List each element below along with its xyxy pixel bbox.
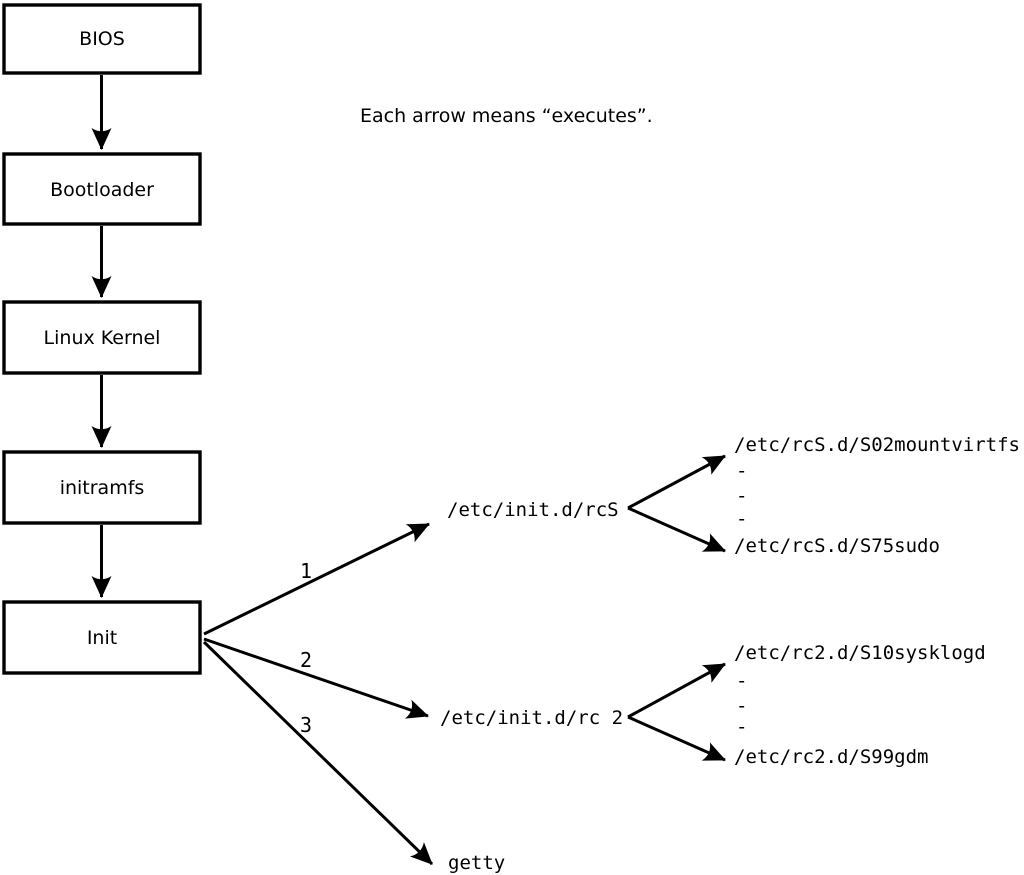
box-init: Init — [2, 600, 202, 675]
box-linux-kernel-label: Linux Kernel — [44, 327, 161, 349]
fork-rc2 — [627, 662, 726, 762]
annotation-executes: Each arrow means “executes”. — [360, 105, 653, 127]
rcs-first-script: /etc/rcS.d/S02mountvirtfs — [734, 434, 1020, 456]
rc2-first-script: /etc/rc2.d/S10sysklogd — [734, 642, 986, 664]
box-init-label: Init — [87, 627, 117, 649]
box-bios: BIOS — [2, 3, 202, 75]
box-bios-label: BIOS — [79, 28, 125, 50]
rcs-ellipsis-dash-3: - — [736, 508, 747, 530]
fork-rcs — [627, 454, 726, 553]
arrow-init-to-getty — [202, 640, 434, 866]
box-bootloader: Bootloader — [2, 152, 202, 226]
box-initramfs: initramfs — [2, 450, 202, 525]
rcs-ellipsis-dash-1: - — [736, 460, 747, 482]
getty-label: getty — [448, 852, 505, 874]
box-initramfs-label: initramfs — [60, 477, 145, 499]
arrow-rcs-to-last — [627, 506, 726, 553]
rc2-ellipsis-dash-3: - — [736, 716, 747, 738]
box-bootloader-label: Bootloader — [50, 179, 154, 201]
rcs-script-label: /etc/init.d/rcS — [447, 499, 619, 521]
rc2-last-script: /etc/rc2.d/S99gdm — [734, 746, 928, 768]
rc2-script-label: /etc/init.d/rc 2 — [440, 707, 623, 729]
rc2-ellipsis-dash-2: - — [736, 695, 747, 717]
rcs-ellipsis-dash-2: - — [736, 485, 747, 507]
arrow-init-to-rc2 — [203, 637, 429, 719]
branch-number-3: 3 — [300, 713, 312, 737]
rc2-ellipsis-dash-1: - — [736, 670, 747, 692]
rcs-last-script: /etc/rcS.d/S75sudo — [734, 535, 940, 557]
box-linux-kernel: Linux Kernel — [2, 300, 202, 375]
arrow-rcs-to-first — [627, 454, 726, 510]
arrow-rc2-to-first — [627, 662, 726, 719]
branch-number-2: 2 — [300, 648, 312, 672]
branch-number-1: 1 — [300, 559, 312, 583]
arrow-init-to-rcs — [203, 522, 430, 636]
arrow-rc2-to-last — [627, 715, 726, 762]
